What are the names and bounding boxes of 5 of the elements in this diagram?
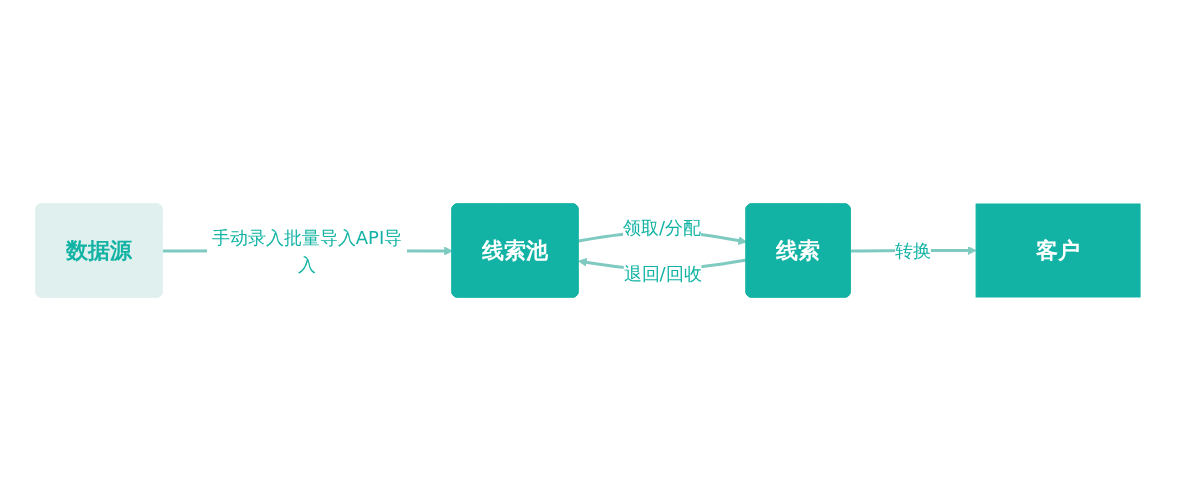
edge-label: 领取/分配 [623, 216, 702, 238]
node-box: 客户 [976, 203, 1142, 298]
edge-label: 手动录入批量导入API导入 [212, 226, 403, 275]
edge-label: 退回/回收 [624, 263, 703, 285]
edge-label: 转换 [895, 240, 932, 261]
